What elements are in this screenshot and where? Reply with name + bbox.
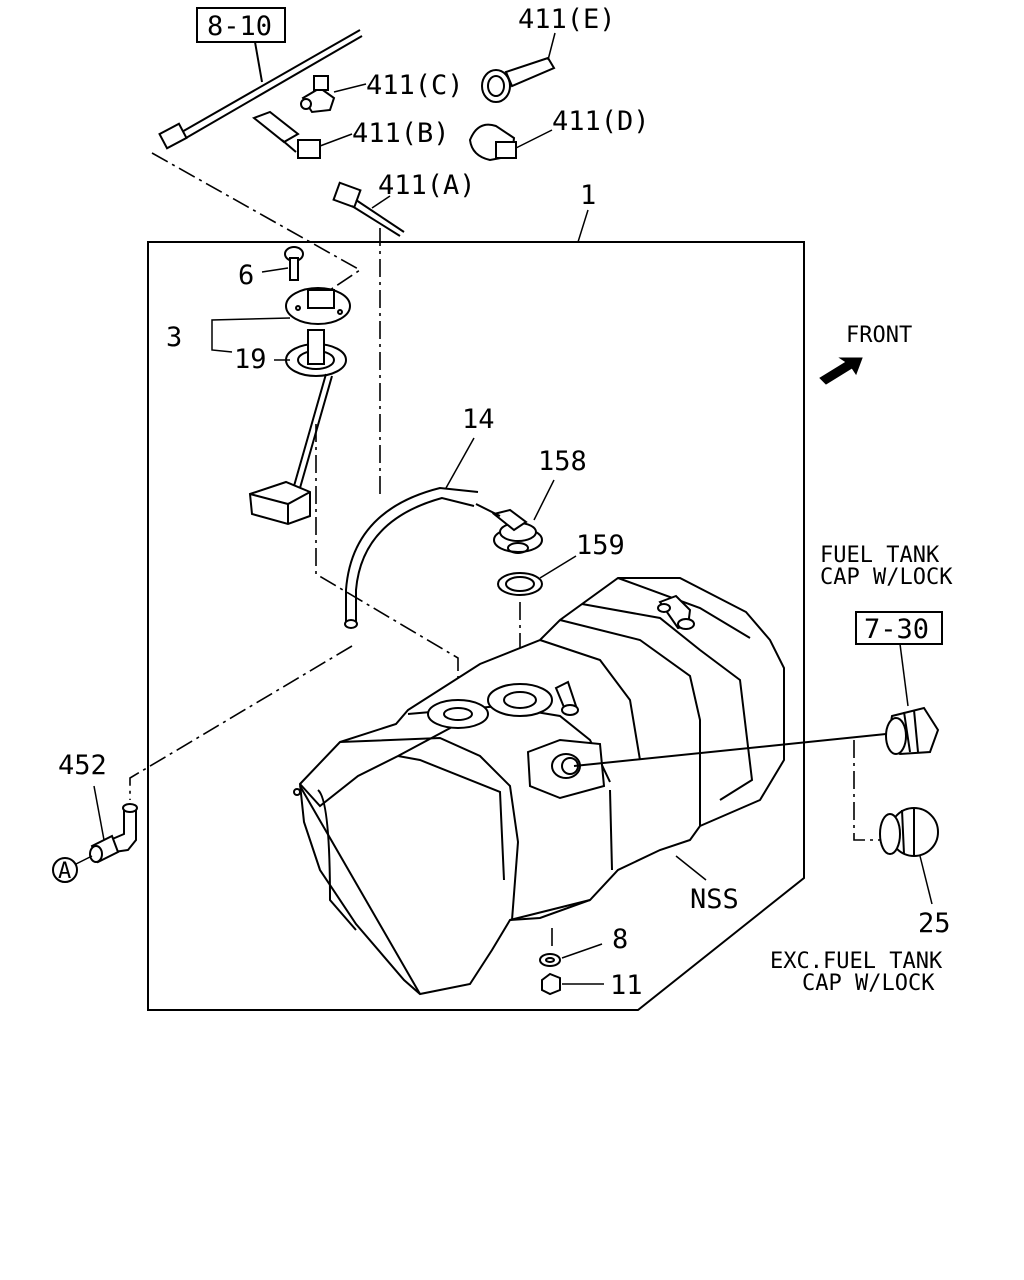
label-3: 3 <box>166 322 182 353</box>
clip-411c <box>300 75 336 114</box>
drain-plug-11 <box>541 972 561 996</box>
fuel-tank <box>293 577 785 996</box>
exc-cap-title-line2: CAP W/LOCK <box>802 971 935 996</box>
label-452: 452 <box>58 750 107 781</box>
label-411b: 411(B) <box>352 118 450 149</box>
clip-411b <box>252 110 321 159</box>
sender-arm <box>293 373 327 487</box>
assembly-frame <box>147 241 805 1011</box>
clip-411d <box>468 123 517 162</box>
label-158: 158 <box>538 446 587 477</box>
label-25: 25 <box>918 908 951 939</box>
label-1: 1 <box>580 180 596 211</box>
label-a: A <box>58 859 71 884</box>
fuel-cap-25 <box>879 807 939 857</box>
ref-7-30-label: 7-30 <box>864 614 929 645</box>
ref-8-10-box[interactable]: 8-10 <box>196 7 286 43</box>
gasket-19 <box>285 329 347 377</box>
label-6: 6 <box>238 260 254 291</box>
label-14: 14 <box>462 404 495 435</box>
front-label: FRONT <box>846 323 912 348</box>
lock-cap-title-line2: CAP W/LOCK <box>820 565 953 590</box>
label-411c: 411(C) <box>366 70 464 101</box>
screw-6 <box>284 246 304 281</box>
washer-8 <box>539 953 561 967</box>
clip-411e <box>481 56 556 103</box>
exc-cap-title-line1: EXC.FUEL TANK <box>770 949 943 974</box>
label-159: 159 <box>576 530 625 561</box>
pump-flange-3 <box>285 287 351 325</box>
label-411e: 411(E) <box>518 4 616 35</box>
locking-fuel-cap <box>885 706 940 756</box>
label-nss: NSS <box>690 884 739 915</box>
label-411a: 411(A) <box>378 170 476 201</box>
label-19: 19 <box>234 344 267 375</box>
elbow-452 <box>89 803 138 864</box>
gasket-159 <box>497 572 543 596</box>
hose-14 <box>345 486 479 626</box>
ref-8-10-label: 8-10 <box>207 11 272 42</box>
lock-cap-title-line1: FUEL TANK <box>820 543 940 568</box>
label-8: 8 <box>612 924 628 955</box>
label-411d: 411(D) <box>552 106 650 137</box>
wiring-harness <box>179 29 361 134</box>
ref-7-30-box[interactable]: 7-30 <box>855 611 943 645</box>
tie-411a <box>332 181 405 237</box>
front-arrow-icon <box>819 357 863 385</box>
sender-float <box>248 480 311 526</box>
harness-connector <box>158 122 188 150</box>
circled-a-icon: A <box>52 857 78 884</box>
label-11: 11 <box>610 970 643 1001</box>
valve-158 <box>491 508 543 554</box>
